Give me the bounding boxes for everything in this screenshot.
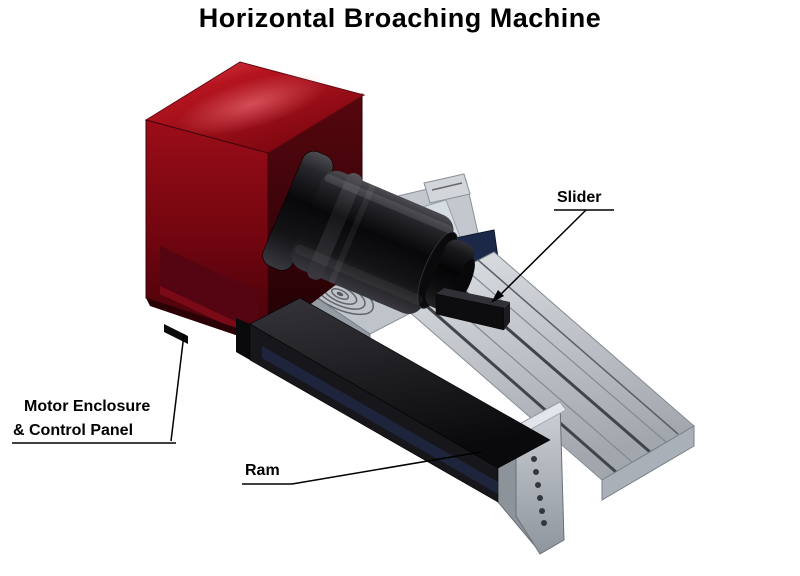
page-title: Horizontal Broaching Machine [198,8,602,33]
motor-leader-line [170,333,185,442]
slider-label: Slider [557,189,602,206]
slider-block [435,288,510,331]
enclosure-foot [164,324,188,344]
title-container: Horizontal Broaching Machine [0,8,800,42]
motor-enclosure-label-line1: Motor Enclosure [24,398,151,415]
annotation-lines [12,209,614,485]
ram-block [236,297,551,503]
motor-enclosure-label-line2: & Control Panel [13,422,134,439]
motor-cylinder [262,150,475,314]
slider-leader-line [493,209,587,302]
ram-label: Ram [245,462,280,479]
motor-enclosure-box [144,61,366,346]
slider-arrowhead [491,290,504,303]
ram-leader-line [291,451,482,485]
